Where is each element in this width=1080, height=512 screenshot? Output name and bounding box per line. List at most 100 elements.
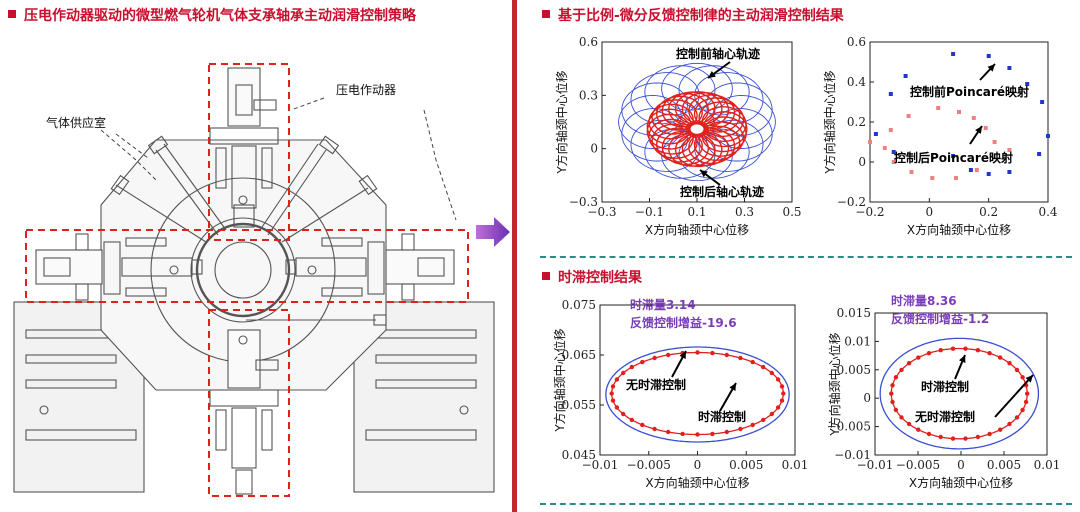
arrow-orbit-after-head: [700, 170, 708, 178]
delay-marker: [906, 421, 912, 427]
delay-marker: [761, 364, 766, 370]
delay-marker: [950, 346, 956, 351]
poincare-after-point: [992, 140, 997, 144]
x-tick-label: 0.2: [979, 205, 998, 219]
delay-marker: [666, 352, 671, 358]
plot-frame: [869, 41, 1049, 203]
delay-marker: [916, 427, 921, 432]
delay-marker: [666, 429, 671, 435]
x-tick-label: −0.01: [857, 458, 894, 472]
arrow-annotation-2-head: [729, 383, 736, 391]
x-tick-label: 0.5: [782, 205, 801, 219]
dashed-separator-bottom: [540, 503, 1072, 505]
y-tick-label: −0.2: [837, 195, 866, 209]
delay-marker: [938, 434, 943, 440]
poincare-before-point: [1025, 82, 1030, 86]
delay-marker: [609, 391, 614, 396]
delay-marker: [614, 377, 620, 382]
info-delay-amount: 时滞量3.14: [630, 297, 696, 312]
poincare-after-point: [906, 114, 911, 118]
delay-marker: [1007, 421, 1012, 427]
poincare-before-point: [1007, 170, 1012, 174]
panel-arrow-icon: [476, 217, 510, 247]
x-tick-label: 0.005: [987, 458, 1021, 472]
delay-marker: [629, 417, 634, 423]
poincare-after-point: [930, 176, 935, 180]
poincare-before-point: [1046, 134, 1050, 138]
delay-marker: [652, 355, 657, 361]
x-tick-label: 0.4: [1038, 205, 1057, 219]
y-tick-label: 0.2: [847, 115, 866, 129]
delay-marker: [724, 352, 729, 358]
poincare-before-point: [1007, 66, 1012, 70]
gas-chamber-label: 气体供应室: [46, 115, 106, 130]
y-tick-label: 0: [863, 391, 871, 405]
bullet-square-icon: [542, 272, 550, 280]
delay-marker: [652, 426, 657, 432]
delay-marker: [899, 367, 904, 373]
y-tick-label: 0.065: [562, 348, 596, 362]
delay-marker: [1023, 399, 1029, 405]
annotation-poincare-after: 控制后Poincaré映射: [894, 150, 1013, 165]
delay-marker: [769, 370, 774, 376]
x-tick-label: 0.3: [735, 205, 754, 219]
delay-marker: [1025, 391, 1030, 396]
delay-marker: [738, 355, 743, 361]
x-tick-label: 0: [957, 458, 965, 472]
delay-marker: [963, 346, 968, 351]
y-tick-label: 0.055: [562, 398, 596, 412]
x-axis-label: X方向轴颈中心位移: [645, 475, 749, 490]
left-title-text: 压电作动器驱动的微型燃气轮机气体支承轴承主动润滑控制策略: [24, 8, 416, 24]
x-axis-label: X方向轴颈中心位移: [907, 222, 1011, 237]
right-title-2-text: 时滞控制结果: [558, 270, 642, 286]
delay-marker: [610, 384, 616, 389]
delay-marker: [640, 422, 645, 428]
info-feedback-gain: 反馈控制增益-1.2: [891, 311, 989, 326]
delay-marker: [899, 415, 904, 420]
annotation-orbit-after: 控制后轴心轨迹: [680, 184, 764, 199]
delay-marker: [916, 355, 921, 360]
y-tick-label: 0: [590, 142, 598, 156]
delay-marker: [998, 355, 1003, 360]
y-tick-label: 0.015: [837, 306, 871, 320]
x-axis-label: X方向轴颈中心位移: [909, 475, 1013, 490]
y-axis-label: Y方向轴颈中心位移: [822, 70, 837, 174]
x-tick-label: 0.01: [1034, 458, 1061, 472]
poincare-after-point: [989, 154, 994, 158]
arrow-poincare-before-head: [987, 64, 995, 72]
y-tick-label: 0.075: [562, 298, 596, 312]
arrow-annotation-2-head: [1025, 375, 1033, 383]
delay-marker: [987, 351, 992, 356]
bearing-diagram: 气体供应室 压电作动器: [13, 63, 495, 497]
y-tick-label: 0.3: [579, 88, 598, 102]
delay-marker: [893, 375, 899, 380]
delay-marker: [1007, 361, 1012, 366]
delay-marker: [1014, 367, 1020, 373]
delay-marker: [710, 431, 715, 437]
x-tick-label: −0.1: [635, 205, 664, 219]
arrow-annotation-1-head: [679, 351, 686, 359]
delay-marker: [889, 391, 894, 396]
delay-marker: [1020, 407, 1025, 413]
bullet-square-icon: [542, 10, 550, 18]
delay-marker: [750, 359, 755, 365]
dashed-separator-top: [540, 256, 1072, 258]
x-tick-label: 0.01: [782, 458, 809, 472]
poincare-after-point: [954, 176, 958, 180]
x-tick-label: −0.005: [627, 458, 671, 472]
info-delay-amount: 时滞量8.36: [891, 293, 957, 308]
delay-marker: [779, 398, 785, 403]
delay-marker: [926, 431, 932, 437]
y-axis-label: Y方向轴颈中心位移: [552, 328, 567, 432]
delay-marker: [621, 411, 626, 417]
poincare-after-point: [957, 110, 961, 114]
actuator-label: 压电作动器: [336, 83, 396, 97]
poincare-before-point: [891, 150, 896, 154]
y-tick-label: 0.6: [579, 35, 598, 49]
annotation-2: 时滞控制: [698, 409, 746, 424]
delay-marker: [975, 434, 981, 440]
delay-marker: [695, 350, 700, 355]
